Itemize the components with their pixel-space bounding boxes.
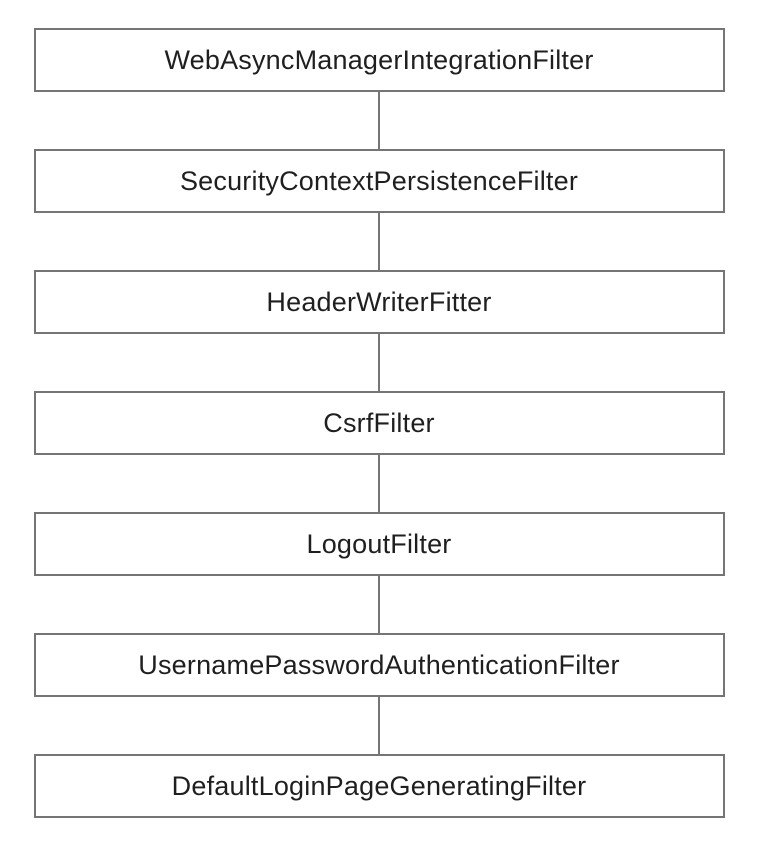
connector-line [378, 576, 380, 633]
node-label: DefaultLoginPageGeneratingFilter [171, 770, 587, 801]
node-default-login-page-generating-filter: DefaultLoginPageGeneratingFilter [33, 754, 725, 818]
connector-line [378, 213, 380, 270]
node-web-async-manager-integration-filter: WebAsyncManagerIntegrationFilter [33, 28, 725, 92]
node-label: CsrfFilter [323, 407, 435, 438]
node-label: WebAsyncManagerIntegrationFilter [164, 44, 594, 75]
node-username-password-authentication-filter: UsernamePasswordAuthenticationFilter [33, 633, 725, 697]
node-label: HeaderWriterFitter [266, 286, 492, 317]
connector-line [378, 92, 380, 149]
node-logout-filter: LogoutFilter [33, 512, 725, 576]
connector-line [378, 697, 380, 754]
node-security-context-persistence-filter: SecurityContextPersistenceFilter [33, 149, 725, 213]
node-label: LogoutFilter [306, 528, 452, 559]
connector-line [378, 455, 380, 512]
node-label: UsernamePasswordAuthenticationFilter [138, 649, 620, 680]
node-label: SecurityContextPersistenceFilter [179, 165, 579, 196]
connector-line [378, 334, 380, 391]
node-csrf-filter: CsrfFilter [33, 391, 725, 455]
node-header-writer-fitter: HeaderWriterFitter [33, 270, 725, 334]
